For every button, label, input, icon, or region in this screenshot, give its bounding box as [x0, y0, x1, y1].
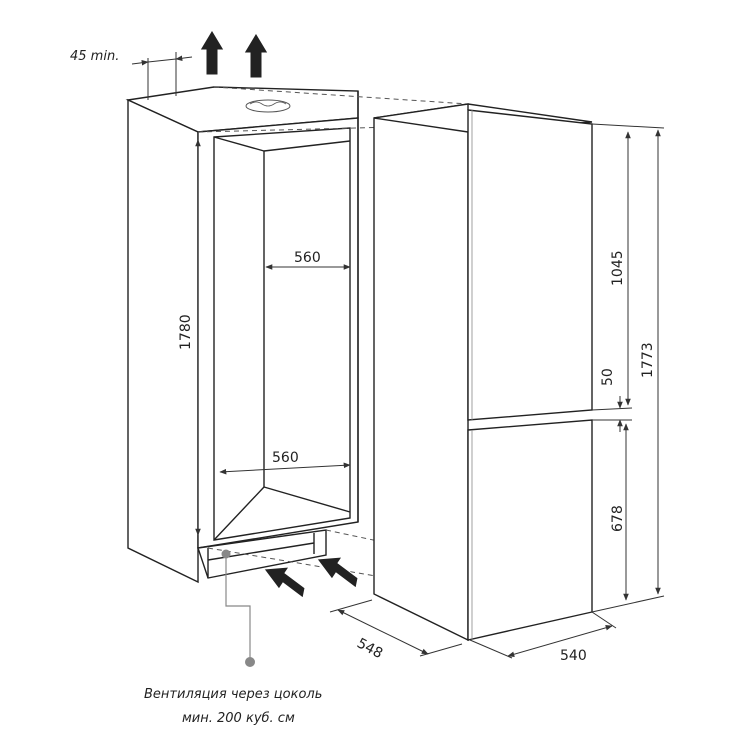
vent-callout	[221, 549, 255, 667]
dim-door-gap: 50	[600, 368, 616, 386]
exhaust-arrow-1	[199, 29, 225, 76]
intake-arrow-1	[263, 566, 306, 599]
top-vent	[245, 99, 291, 113]
cabinet	[125, 86, 359, 584]
dim-lower-door: 678	[610, 505, 626, 532]
niche-opening	[213, 127, 351, 541]
refrigerator	[373, 103, 593, 642]
note-line-2: мин. 200 куб. см	[182, 711, 295, 726]
dim-min-gap: 45 min.	[70, 49, 119, 64]
exhaust-arrow-2	[243, 32, 269, 79]
fridge-side	[373, 103, 469, 642]
dimension-lines	[131, 52, 665, 659]
dim-niche-depth: 548	[354, 635, 385, 662]
lower-door	[467, 419, 593, 641]
dim-upper-door: 1045	[610, 250, 626, 286]
callout-origin	[221, 549, 231, 559]
dim-niche-width-top: 560	[294, 250, 321, 266]
dim-niche-height: 1780	[178, 314, 194, 350]
ventilation-arrows	[199, 29, 359, 599]
dim-niche-width-bottom: 560	[272, 450, 299, 466]
callout-dot	[245, 657, 255, 667]
upper-door	[467, 109, 593, 421]
note-line-1: Вентиляция через цоколь	[144, 687, 322, 702]
cabinet-left-side	[127, 98, 199, 584]
plinth	[197, 529, 327, 579]
dim-appliance-depth: 540	[560, 648, 587, 664]
dim-total-height: 1773	[640, 342, 656, 378]
intake-arrow-2	[316, 556, 359, 589]
